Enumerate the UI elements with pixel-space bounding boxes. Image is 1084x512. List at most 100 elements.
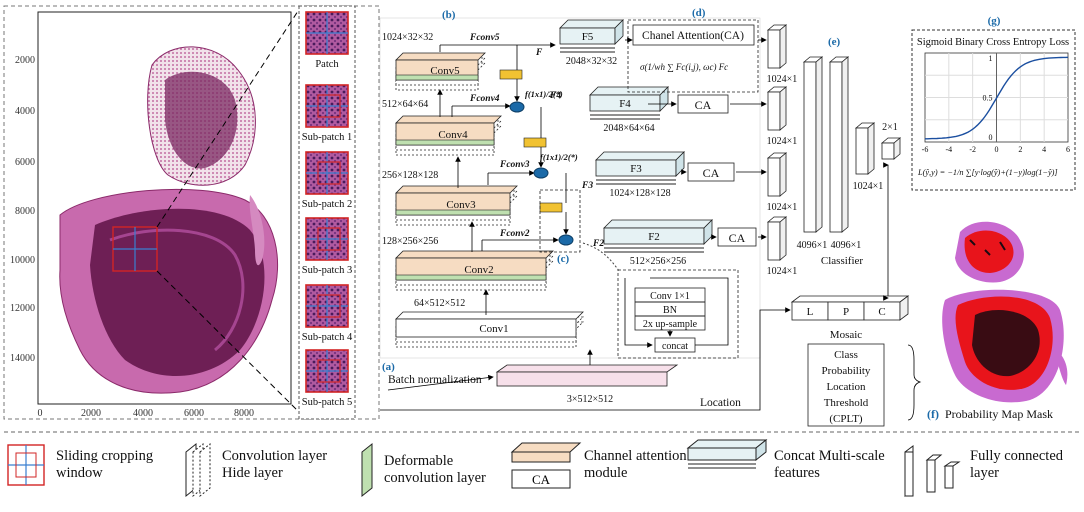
- legend-ca-icon: CA: [510, 442, 582, 489]
- y-tick-label: 10000: [10, 255, 35, 266]
- y-tick-label: 14000: [10, 353, 35, 364]
- fc-dim-label: 2×1: [882, 122, 898, 133]
- loss-x-tick: 6: [1066, 145, 1070, 154]
- label-f: (f): [927, 407, 939, 421]
- y-tick-label: 8000: [15, 206, 35, 217]
- fconv-label: Fconv2: [499, 229, 530, 239]
- loss-x-tick: 2: [1018, 145, 1022, 154]
- network: Conv5Conv4Conv3Conv2Conv11024×32×32512×6…: [380, 7, 1001, 427]
- loss-plot: Sigmoid Binary Cross Entropy Loss -6 -4 -2 0…: [917, 37, 1070, 177]
- legend-fc-label: Fully connected layer: [970, 448, 1063, 482]
- fc-output-bar: [766, 152, 788, 197]
- upsample-box: [539, 202, 563, 213]
- sub-patch-tile: [305, 349, 349, 393]
- legend-text-line: Deformable: [384, 453, 454, 469]
- patch-tile: [305, 11, 349, 55]
- mosaic-cell-label: L: [807, 306, 814, 318]
- dim-label: 1024×32×32: [382, 32, 433, 43]
- fc-dim-label: 1024×1: [767, 74, 798, 85]
- sum-node: [558, 234, 574, 246]
- conv4-block: Conv4: [395, 115, 502, 156]
- legend-text-line: Hide layer: [222, 465, 283, 481]
- y-tick-label: 2000: [15, 55, 35, 66]
- loss-x-tick: -2: [969, 145, 976, 154]
- location-label: Location: [700, 397, 741, 409]
- legend-window-label: Sliding cropping window: [56, 448, 153, 482]
- legend: CA: [7, 438, 961, 498]
- fc-dim-label: 1024×1: [767, 202, 798, 213]
- legend-ca-box-label: CA: [532, 472, 551, 487]
- legend-text-line: convolution layer: [384, 470, 486, 486]
- mosaic-cell-label: C: [878, 306, 885, 318]
- detail-label: BN: [663, 305, 677, 316]
- batch-norm-label: Batch normalization: [388, 374, 482, 386]
- patch-label: Patch: [315, 59, 339, 70]
- x-tick-label: 0: [38, 408, 43, 419]
- ca-label: CA: [729, 231, 746, 245]
- label-g: (g): [988, 15, 1001, 27]
- label-d: (d): [692, 7, 706, 19]
- f-dim-label: 2048×64×64: [603, 123, 654, 134]
- wsi-tissue-image: [59, 46, 278, 394]
- cplt-box: [807, 343, 885, 427]
- dim-label: 512×64×64: [382, 99, 428, 110]
- f-dim-label: 2048×32×32: [566, 56, 617, 67]
- slide-panel-border: [3, 5, 380, 420]
- fconv-label: Fconv3: [499, 160, 530, 170]
- loss-y-tick: 0: [989, 133, 993, 142]
- conv-label: Conv5: [430, 65, 460, 77]
- f-label: F2: [592, 239, 604, 249]
- f-dim-label: 512×256×256: [630, 256, 686, 267]
- sub-patch-tile: [305, 217, 349, 261]
- cplt-line: Location: [826, 381, 866, 393]
- prob-map-label: Probability Map Mask: [945, 407, 1053, 421]
- loss-x-tick: -4: [945, 145, 952, 154]
- y-tick-label: 4000: [15, 106, 35, 117]
- classifier-label: Classifier: [821, 255, 863, 267]
- conv5-block: Conv5: [395, 52, 486, 91]
- zoom-line-top: [156, 7, 301, 228]
- conv3-block: Conv3: [395, 185, 518, 226]
- legend-concat-label: Concat Multi-scale features: [774, 448, 885, 482]
- input-layer: [495, 364, 679, 387]
- sum-node: [533, 167, 549, 179]
- conv1-block: Conv1: [395, 311, 584, 348]
- loss-x-tick: 4: [1042, 145, 1046, 154]
- legend-conv-label: Convolution layer Hide layer: [222, 448, 327, 482]
- fc-output-bar: [766, 24, 788, 69]
- fc-final: [880, 137, 902, 160]
- legend-text-line: Convolution layer: [222, 448, 328, 464]
- sub-patch-label: Sub-patch 2: [302, 199, 352, 210]
- up-fn-label: f(1x1)/2(*): [540, 152, 578, 162]
- ca-box: [687, 162, 735, 182]
- fconv-label: Fconv4: [469, 94, 500, 104]
- fc-dim-label: 1024×1: [767, 266, 798, 277]
- up-fn-label: f(1x1)/2(*): [525, 89, 563, 99]
- zoom-line-bottom: [156, 270, 301, 414]
- f-dim-label: 1024×128×128: [609, 188, 670, 199]
- fc-4096-a: [802, 56, 824, 233]
- legend-text-line: layer: [970, 465, 999, 481]
- loss-y-tick: 1: [989, 54, 993, 63]
- fc-output-bar: [766, 216, 788, 261]
- sigmoid-curve: [925, 56, 1069, 140]
- fc-dim-label: 4096×1: [831, 240, 862, 251]
- f-label: F: [535, 48, 543, 58]
- loss-title: Sigmoid Binary Cross Entropy Loss: [917, 37, 1069, 48]
- fc-dim-label: 1024×1: [853, 181, 884, 192]
- fc-dim-label: 1024×1: [767, 136, 798, 147]
- f-block-label: F5: [582, 31, 594, 43]
- ca-title: Chanel Attention(CA): [642, 30, 744, 42]
- loss-y-tick: 0.5: [983, 94, 993, 103]
- loss-formula: L(ŷ,y) = −1/n ∑[y·log(ŷ)+(1−y)log(1−ŷ)]: [917, 168, 1058, 177]
- x-tick-label: 6000: [184, 408, 204, 419]
- loss-x-tick: 0: [995, 145, 999, 154]
- dim-label: 64×512×512: [414, 298, 465, 309]
- sub-patch-label: Sub-patch 4: [302, 332, 353, 343]
- fconv-label: Fconv5: [469, 33, 500, 43]
- f2-block: F2: [603, 219, 713, 253]
- y-tick-label: 12000: [10, 303, 35, 314]
- loss-x-tick: -6: [922, 145, 929, 154]
